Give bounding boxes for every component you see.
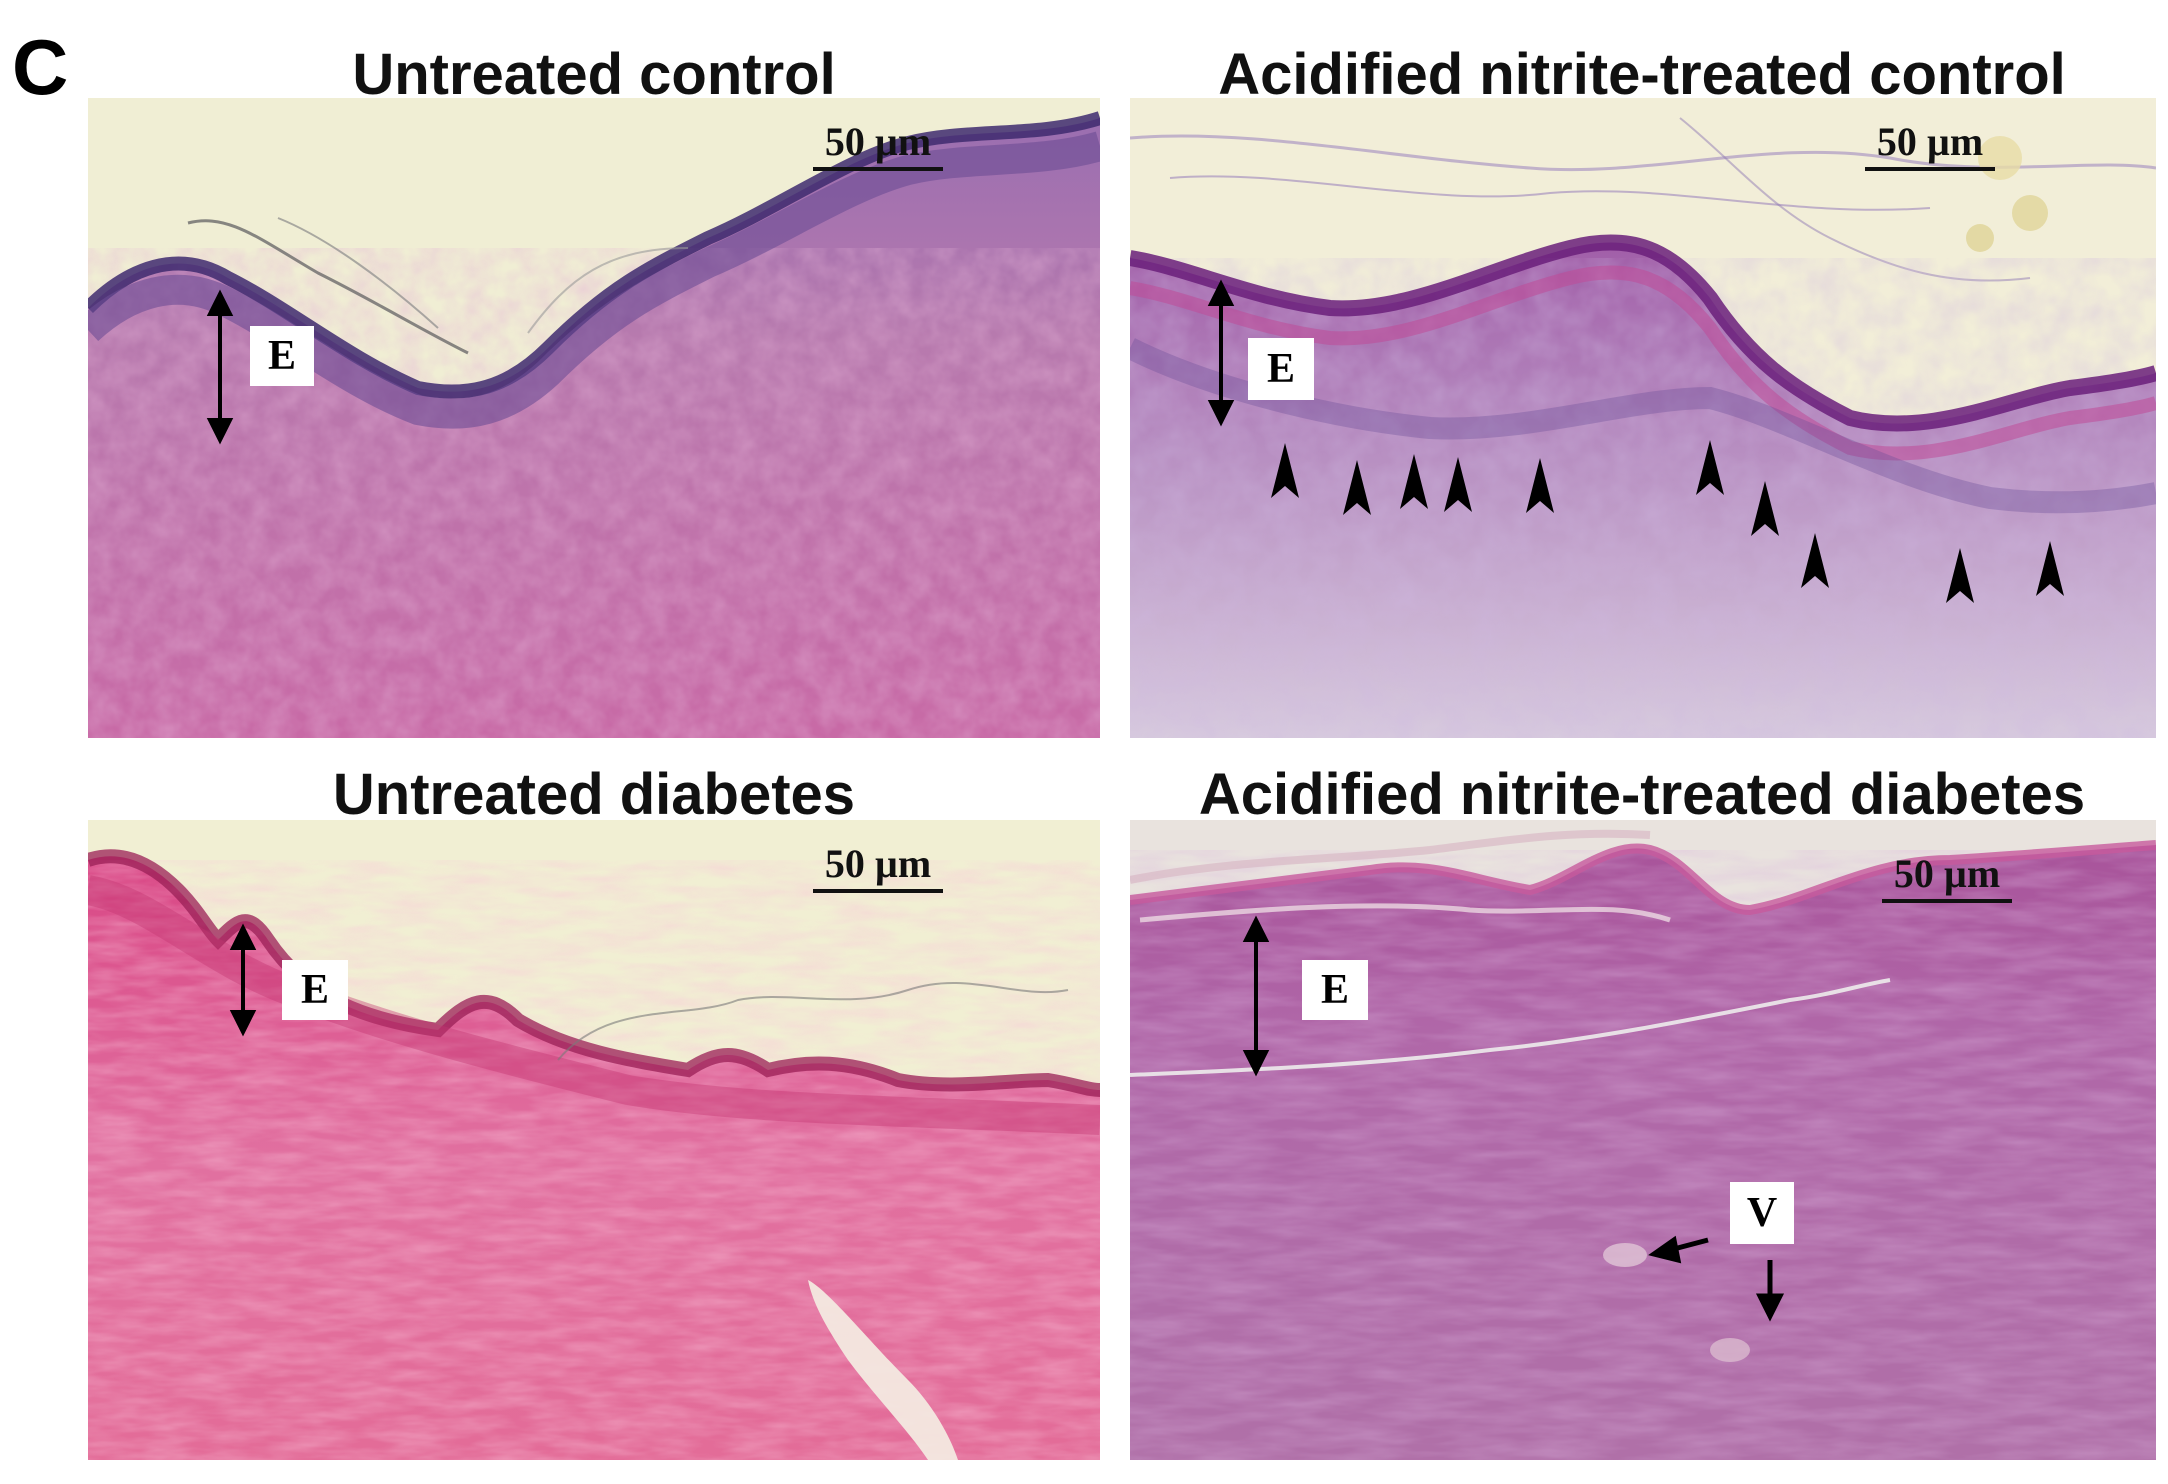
tissue-image (88, 111, 1100, 738)
epidermis-label: E (250, 326, 314, 386)
panel-title-untreated-diabetes: Untreated diabetes (332, 762, 856, 827)
panel-title-acidified-nitrite-diabetes: Acidified nitrite-treated diabetes (1198, 762, 2086, 827)
scale-bar-line (1865, 167, 1995, 171)
scale-bar: 50 µm (813, 840, 943, 893)
scale-bar-line (813, 167, 943, 171)
scale-bar-line (1882, 899, 2012, 903)
scale-bar-label: 50 µm (824, 841, 932, 886)
panel-title-untreated-control: Untreated control (352, 42, 836, 107)
micrograph-untreated-diabetes: E 50 µm (88, 820, 1100, 1460)
scale-bar-label: 50 µm (1893, 851, 2001, 896)
micrograph-acidified-nitrite-control: E 50 µm (1130, 98, 2156, 738)
scale-bar: 50 µm (813, 118, 943, 171)
scale-bar: 50 µm (1882, 850, 2012, 903)
epidermis-label: E (1302, 960, 1368, 1020)
scale-bar: 50 µm (1865, 118, 1995, 171)
micrograph-untreated-control: E 50 µm (88, 98, 1100, 738)
vessel-label: V (1730, 1182, 1794, 1244)
scale-bar-line (813, 889, 943, 893)
tissue-image (1130, 117, 2156, 738)
scale-bar-label: 50 µm (824, 119, 932, 164)
tissue-image (88, 849, 1100, 1460)
scale-bar-label: 50 µm (1876, 119, 1984, 164)
epidermis-label: E (282, 960, 348, 1020)
panel-title-acidified-nitrite-control: Acidified nitrite-treated control (1218, 42, 2066, 107)
epidermis-label: E (1248, 338, 1314, 400)
tissue-image (1130, 829, 2156, 1460)
panel-letter: C (12, 23, 69, 111)
micrograph-acidified-nitrite-diabetes: E V 50 µm (1130, 820, 2156, 1460)
